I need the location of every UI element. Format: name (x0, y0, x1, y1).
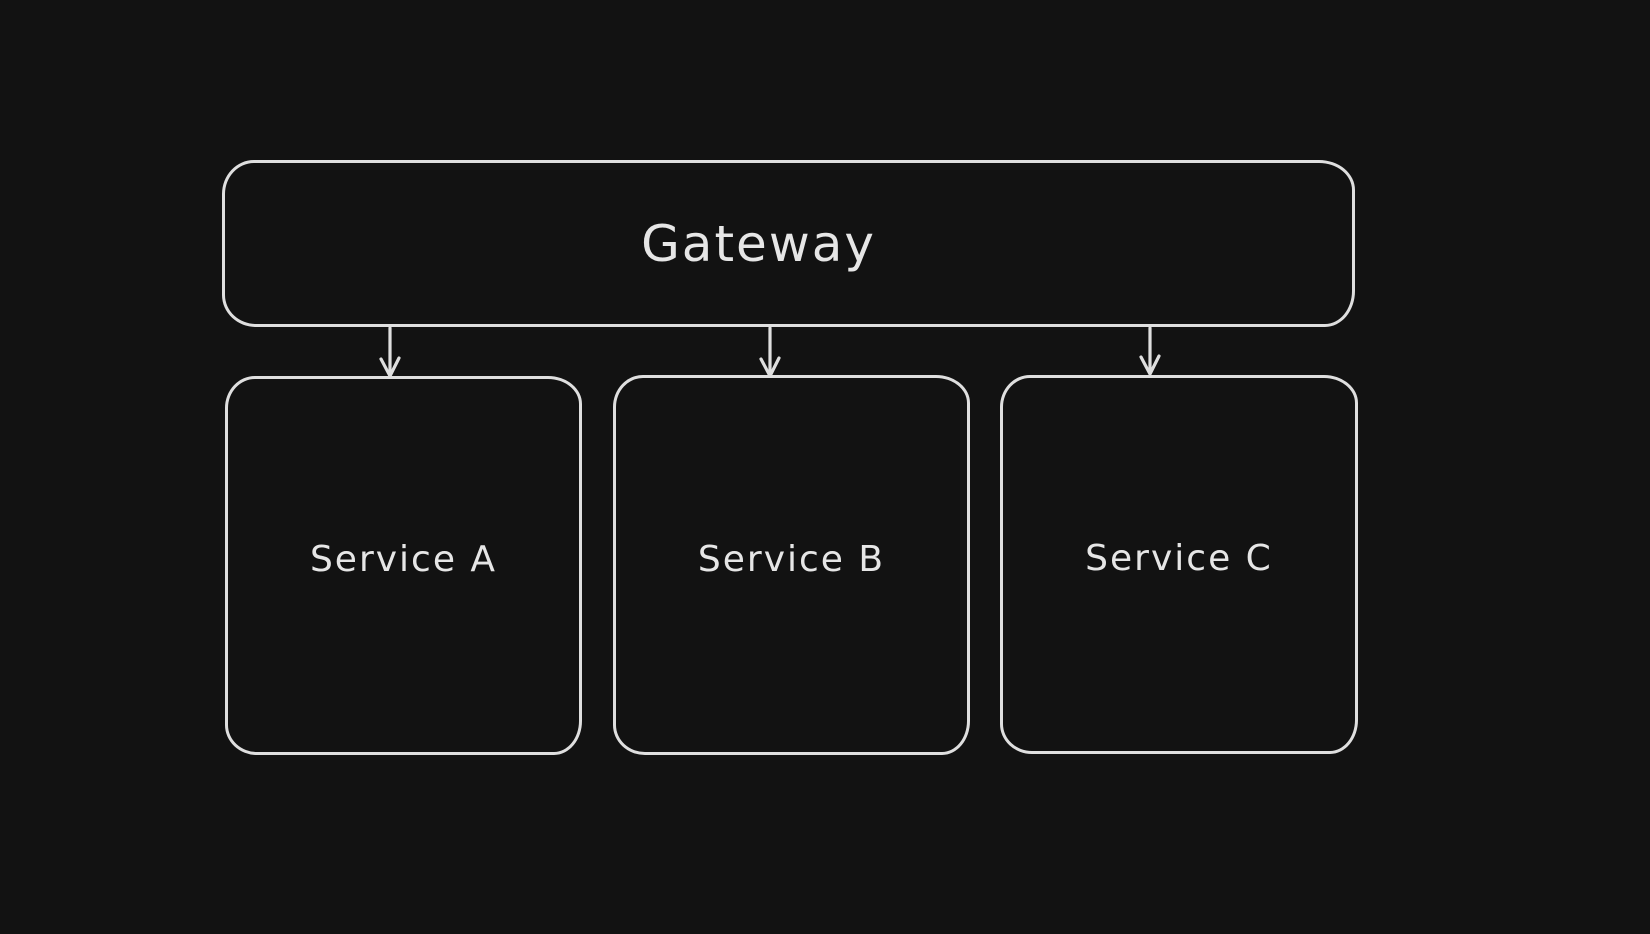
arrow-gateway-to-service-a[interactable] (376, 326, 404, 380)
node-service-b-label: Service B (697, 538, 886, 580)
node-service-c-label: Service C (1085, 538, 1273, 579)
node-service-b[interactable]: Service B (613, 375, 970, 755)
node-service-c[interactable]: Service C (1000, 375, 1358, 754)
arrow-gateway-to-service-b[interactable] (756, 326, 784, 380)
node-gateway-label: Gateway (641, 214, 876, 273)
node-service-a[interactable]: Service A (225, 376, 582, 755)
node-service-a-label: Service A (309, 539, 498, 580)
node-gateway[interactable]: Gateway (222, 160, 1355, 327)
arrow-gateway-to-service-c[interactable] (1136, 326, 1164, 378)
